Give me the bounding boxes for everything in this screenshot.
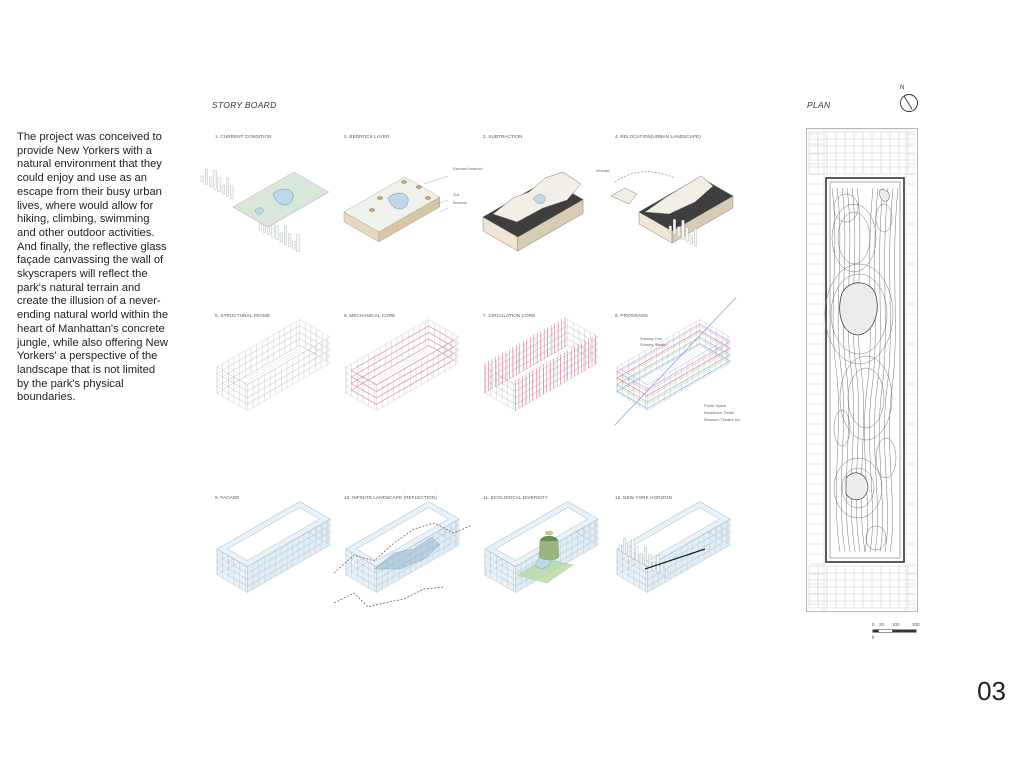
scale-tick-100: 100 bbox=[892, 622, 900, 627]
panel-illustration-8 bbox=[614, 297, 737, 426]
annotation-relocate: relocate bbox=[596, 169, 610, 173]
storyboard-panel-5: 5. STRUCTURAL FRAME bbox=[215, 313, 355, 453]
panel-illustration-3 bbox=[482, 171, 584, 252]
storyboard-panel-11: 11. ECOLOGICAL DIVERSITY bbox=[483, 495, 623, 635]
panel-label: 1. CURRENT CONDITION bbox=[215, 134, 272, 139]
panel-label: 7. CIRCULATION CORE bbox=[483, 313, 536, 318]
panel-illustration-12 bbox=[616, 501, 731, 593]
plan-title: PLAN bbox=[807, 100, 831, 110]
annotation-subway-station: Subway Station bbox=[640, 343, 667, 347]
annotation-bedrock: Bedrock bbox=[453, 201, 467, 205]
storyboard-panel-4: 4. RELOCATION(URBAN LANDSCAPE) bbox=[610, 134, 755, 274]
scale-tick-200: 200 bbox=[912, 622, 920, 627]
storyboard-panel-3: 3. SUBTRACTION bbox=[482, 134, 623, 274]
panel-label: 2. BEDROCK LAYER bbox=[344, 134, 390, 139]
panel-label: 6. MECHANICAL CORE bbox=[344, 313, 396, 318]
panel-label: 11. ECOLOGICAL DIVERSITY bbox=[483, 495, 548, 500]
panel-label: 4. RELOCATION(URBAN LANDSCAPE) bbox=[615, 134, 701, 139]
reservoir-shape bbox=[839, 282, 878, 336]
panel-illustration-4 bbox=[610, 171, 734, 247]
scale-tick-0: 0 bbox=[872, 622, 875, 627]
storyboard-panel-2: 2. BEDROCK LAYER bbox=[343, 134, 484, 274]
storyboard-panel-10: 10. INFINITE LANDSCAPE (REFLECTION) bbox=[333, 495, 484, 635]
annotation-exposed-bedrock: Exposed bedrock bbox=[453, 167, 483, 171]
panel-label: 3. SUBTRACTION bbox=[483, 134, 523, 139]
north-label: N bbox=[900, 85, 905, 91]
scale-unit: ft bbox=[872, 635, 875, 640]
intro-text: The project was conceived to provide New… bbox=[17, 131, 169, 404]
storyboard-panel-12: 12. NEW YORK HORIZON bbox=[615, 495, 755, 635]
panel-label: 12. NEW YORK HORIZON bbox=[615, 495, 673, 500]
annotation-soil: Soil bbox=[453, 193, 460, 197]
annotation-residence-retail: Residence, Retail bbox=[704, 411, 734, 415]
storyboard-panel-8: 8. PROGRAMS bbox=[614, 297, 755, 453]
storyboard-panel-6: 6. MECHANICAL CORE bbox=[344, 313, 484, 453]
storyboard-panel-7: 7. CIRCULATION CORE bbox=[483, 313, 623, 453]
panel-illustration-5 bbox=[216, 319, 331, 411]
annotation-public-space: Public Space bbox=[704, 404, 727, 408]
annotation-subway-line: Subway Line bbox=[640, 337, 662, 341]
small-pond-shape bbox=[879, 189, 890, 202]
panel-illustration-11 bbox=[484, 501, 599, 593]
panel-label: 8. PROGRAMS bbox=[615, 313, 649, 318]
panel-illustration-9 bbox=[216, 501, 331, 593]
storyboard-panel-9: 9. FACADE bbox=[215, 495, 355, 635]
site-plan-drawing bbox=[806, 128, 918, 612]
panel-illustration-10 bbox=[333, 501, 473, 608]
panel-label: 10. INFINITE LANDSCAPE (REFLECTION) bbox=[344, 495, 437, 500]
annotation-museum-theatre: Museum, Theatre etc. bbox=[704, 418, 741, 422]
north-arrow: N bbox=[897, 85, 919, 115]
scale-tick-20: 20 bbox=[879, 622, 885, 627]
storyboard-panel-1: 1. CURRENT CONDITION bbox=[200, 134, 355, 274]
scale-bar: 0 20 100 200 ft bbox=[872, 622, 922, 642]
panel-illustration-2 bbox=[343, 175, 449, 243]
panel-illustration-7 bbox=[484, 317, 599, 411]
storyboard-title: STORY BOARD bbox=[212, 100, 277, 110]
compass-icon bbox=[900, 94, 918, 112]
panel-label: 9. FACADE bbox=[215, 495, 240, 500]
panel-label: 5. STRUCTURAL FRAME bbox=[215, 313, 271, 318]
panel-illustration-6 bbox=[345, 319, 460, 411]
panel-illustration-1 bbox=[200, 169, 330, 252]
page-number: 03 bbox=[977, 676, 1006, 706]
pond-shape bbox=[845, 472, 869, 501]
